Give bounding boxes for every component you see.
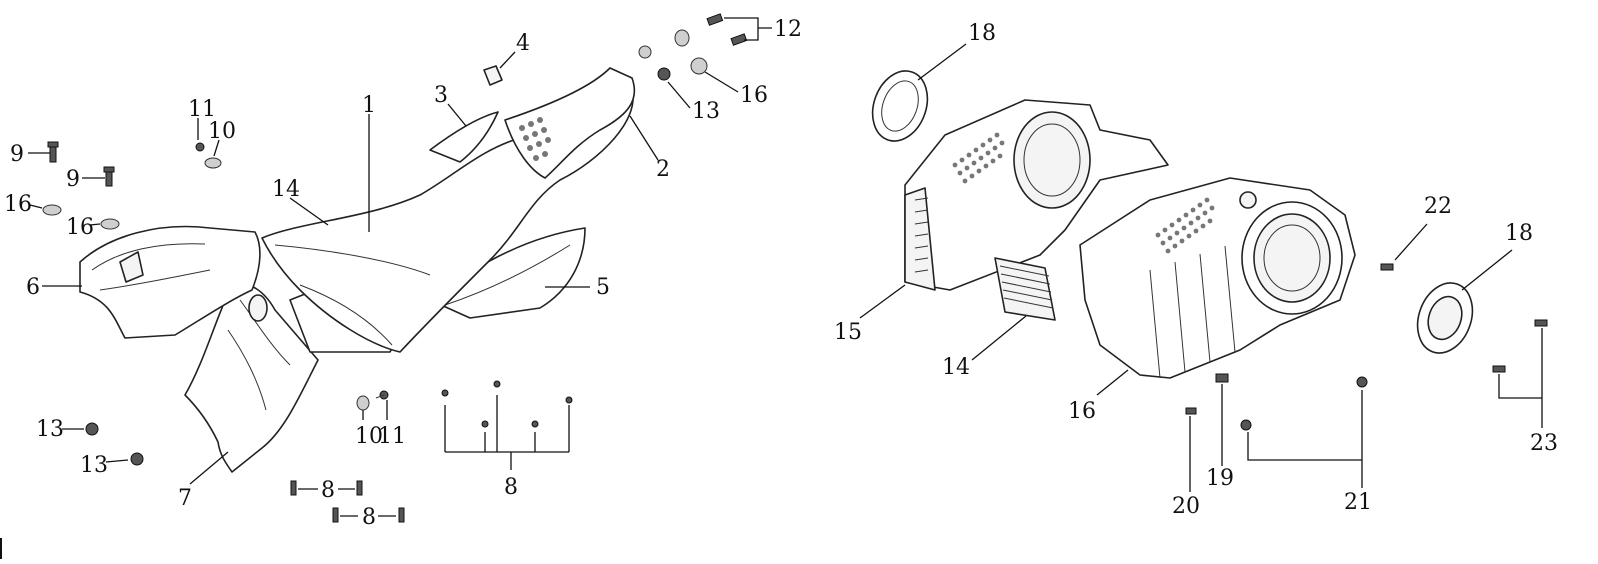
label-16-b: 16 [66, 215, 94, 240]
label-10-b: 10 [355, 424, 383, 449]
leader-3 [447, 103, 467, 127]
label-11-b: 11 [378, 424, 406, 449]
part-22-screw [1380, 223, 1428, 271]
part-9-bolt-a [28, 141, 59, 163]
part-3-front-fin [429, 111, 499, 163]
label-13-b: 13 [80, 453, 108, 478]
outer-cover-vent [1155, 197, 1215, 254]
right-labels: 14 15 16 18 18 19 20 21 22 23 [834, 21, 1558, 519]
label-19: 19 [1206, 466, 1234, 491]
part-19-bolt [1215, 373, 1229, 466]
part-13-nut-a [62, 422, 99, 436]
part-11-screw-b [375, 390, 389, 420]
label-12: 12 [774, 17, 802, 42]
label-7: 7 [178, 486, 192, 511]
part-9-bolt-b [82, 166, 115, 187]
label-11-a: 11 [188, 97, 216, 122]
part-10-washer-a [204, 139, 222, 169]
label-13-a: 13 [36, 417, 64, 442]
label-16-c: 16 [740, 83, 768, 108]
inner-cover-vent [952, 132, 1005, 184]
part-13-nut-b [105, 452, 144, 466]
leader-4 [499, 51, 516, 69]
part-12-bolt-pair [706, 13, 772, 46]
label-5: 5 [596, 275, 610, 300]
part-10-washer-b [356, 395, 370, 420]
label-8-pair-a: 8 [321, 478, 335, 503]
part-21-screws [1240, 376, 1368, 488]
label-18-side: 18 [1505, 221, 1533, 246]
part-23-screws [1492, 319, 1548, 428]
label-18-top: 18 [968, 21, 996, 46]
label-10-a: 10 [208, 119, 236, 144]
label-1: 1 [362, 93, 376, 118]
label-8-pair-b: 8 [362, 505, 376, 530]
label-14-right: 14 [942, 355, 970, 380]
label-23: 23 [1530, 431, 1558, 456]
part-8-screw-group [441, 380, 573, 470]
part-16-washer-a [29, 204, 62, 216]
label-21: 21 [1344, 490, 1372, 515]
part-2-tail-cowl [504, 67, 636, 179]
label-2: 2 [656, 157, 670, 182]
part-16-washer-c [674, 29, 739, 93]
airbox-assembly [859, 43, 1548, 492]
leader-15 [859, 284, 906, 319]
side-cover-vent [119, 251, 144, 283]
part-8-screw-pair-a [290, 480, 363, 496]
leader-14 [289, 197, 329, 226]
inner-cover-ribs [904, 187, 936, 291]
part-18-cap-side [1416, 249, 1513, 354]
part-14-filter [994, 257, 1056, 321]
label-22: 22 [1424, 194, 1452, 219]
leader-2 [629, 115, 659, 161]
label-8-group: 8 [504, 475, 518, 500]
inner-cover-port [1013, 111, 1091, 209]
fender-mount-hole [248, 294, 268, 322]
leader-14r [971, 315, 1027, 361]
part-8-screw-pair-b [332, 507, 405, 523]
part-20-screw [1185, 407, 1197, 492]
part-11-screw-a [195, 118, 205, 152]
part-7-rear-fender [184, 283, 319, 473]
label-15: 15 [834, 320, 862, 345]
label-16-a: 16 [4, 192, 32, 217]
part-13-nut-c [638, 45, 691, 109]
label-20: 20 [1172, 494, 1200, 519]
leader-16r [1096, 369, 1129, 396]
label-4: 4 [516, 31, 530, 56]
outer-cover-boss [1239, 191, 1257, 209]
left-labels: 1 2 3 4 5 6 7 8 8 8 9 9 10 10 11 11 12 1… [4, 17, 802, 530]
tail-vent-holes [519, 117, 551, 161]
label-14: 14 [272, 177, 300, 202]
label-9-b: 9 [66, 167, 80, 192]
part-16-washer-b [89, 218, 120, 230]
label-6: 6 [26, 275, 40, 300]
leader-7 [189, 451, 229, 485]
part-18-cap-top [871, 43, 967, 142]
label-3: 3 [434, 83, 448, 108]
label-16-right: 16 [1068, 399, 1096, 424]
part-6-side-cover [79, 225, 261, 339]
part-4-clip [483, 65, 503, 86]
seat-assembly [28, 13, 772, 523]
label-13-c: 13 [692, 99, 720, 124]
label-9-a: 9 [10, 142, 24, 167]
